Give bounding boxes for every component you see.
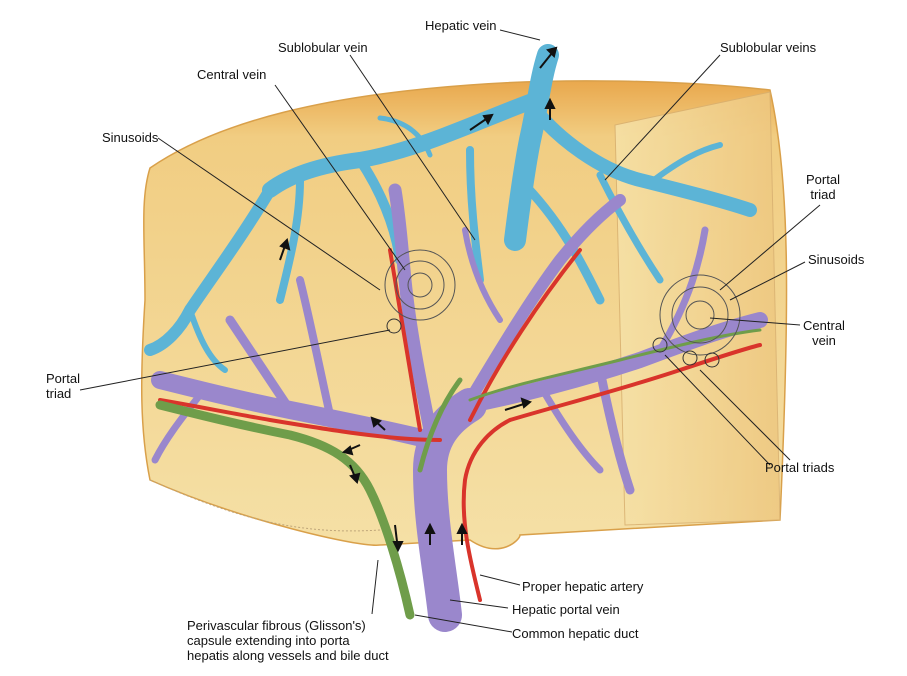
label-central-vein-left: Central vein: [197, 67, 267, 82]
label-central-vein-right: Central vein: [803, 318, 845, 348]
label-hepatic-vein: Hepatic vein: [425, 18, 497, 33]
flow-arrows: [279, 46, 558, 553]
label-sinusoids-left: Sinusoids: [102, 130, 159, 145]
label-glisson-capsule: Perivascular fibrous (Glisson's) capsule…: [187, 618, 389, 663]
liver-cut-face: [614, 91, 781, 526]
label-portal-triad-right: Portal triad: [806, 172, 840, 202]
portal-vein-tree: [151, 183, 768, 632]
label-sublobular-veins: Sublobular veins: [720, 40, 817, 55]
label-proper-hepatic-artery: Proper hepatic artery: [522, 579, 644, 594]
lobule-right: [652, 274, 741, 368]
leader-lines: [79, 29, 821, 633]
label-sinusoids-right: Sinusoids: [808, 252, 865, 267]
label-common-hepatic-duct: Common hepatic duct: [512, 626, 639, 641]
label-sublobular-vein: Sublobular vein: [278, 40, 368, 55]
label-portal-triad-left: Portal triad: [46, 371, 80, 401]
label-hepatic-portal-vein: Hepatic portal vein: [512, 602, 620, 617]
bile-duct-tree: [155, 328, 762, 620]
label-portal-triads: Portal triads: [765, 460, 835, 475]
hepatic-artery-tree: [158, 248, 762, 602]
lobule-left: [384, 249, 456, 334]
liver-capsule-edge: [149, 479, 381, 532]
hepatic-vein-tree: [144, 44, 757, 373]
